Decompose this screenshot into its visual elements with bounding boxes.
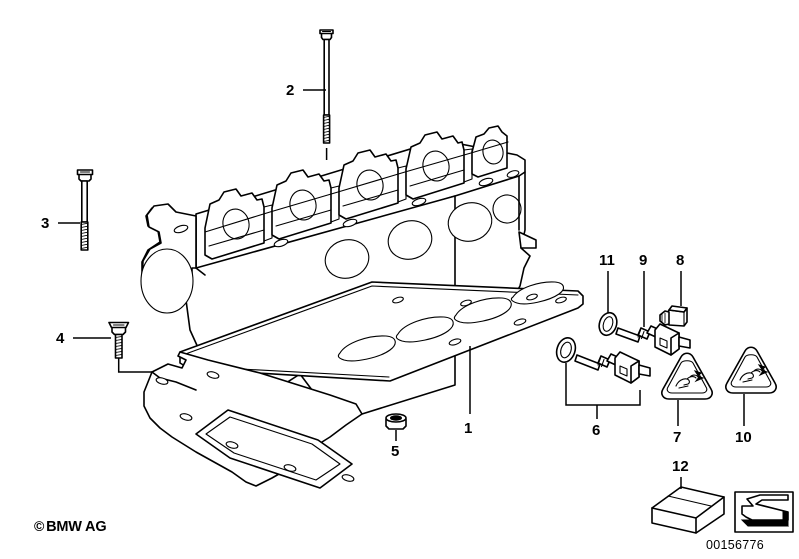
part-lower-baffle-plate [143, 351, 363, 489]
part-o-ring-lower [555, 336, 577, 364]
callout-label-12[interactable]: 12 [672, 458, 689, 475]
callout-label-9[interactable]: 9 [639, 252, 648, 269]
bolt-hole-bosses [173, 170, 520, 248]
part-o-ring-upper [598, 311, 618, 337]
copyright-notice: ©BMW AG [34, 518, 107, 535]
icon-esd-warning-left [661, 352, 713, 400]
callout-label-11[interactable]: 11 [599, 252, 615, 269]
part-cylinder-head-bolt-short [76, 169, 94, 251]
part-temperature-sensor-lower [574, 351, 651, 384]
icon-esd-warning-right [725, 346, 777, 394]
diagram-number: 00156776 [705, 538, 765, 552]
callout-label-2[interactable]: 2 [286, 82, 295, 99]
part-hex-flange-bolt [108, 321, 160, 373]
callout-label-10[interactable]: 10 [735, 429, 752, 446]
part-temperature-sensor-upper [615, 323, 691, 356]
part-screw-plug [659, 305, 688, 327]
part-camshaft-bearing-webs [204, 125, 509, 260]
part-cylinder-head-bolt-long [319, 29, 334, 160]
callout-label-3[interactable]: 3 [41, 215, 50, 232]
callout-label-6[interactable]: 6 [592, 422, 601, 439]
copyright-symbol: © [34, 518, 45, 534]
copyright-text: BMW AG [46, 519, 107, 535]
callout-label-7[interactable]: 7 [673, 429, 682, 446]
part-package-box [651, 486, 725, 534]
callout-leader-lines [58, 89, 745, 489]
callout-label-1[interactable]: 1 [464, 420, 473, 437]
part-sealing-plug [385, 413, 407, 430]
part-cylinder-head-gasket [179, 281, 584, 382]
callout-label-8[interactable]: 8 [676, 252, 685, 269]
callout-label-4[interactable]: 4 [56, 330, 65, 347]
icon-direction-arrow [734, 491, 794, 533]
callout-label-5[interactable]: 5 [391, 443, 400, 460]
callout-bracket-item-6 [565, 363, 641, 406]
